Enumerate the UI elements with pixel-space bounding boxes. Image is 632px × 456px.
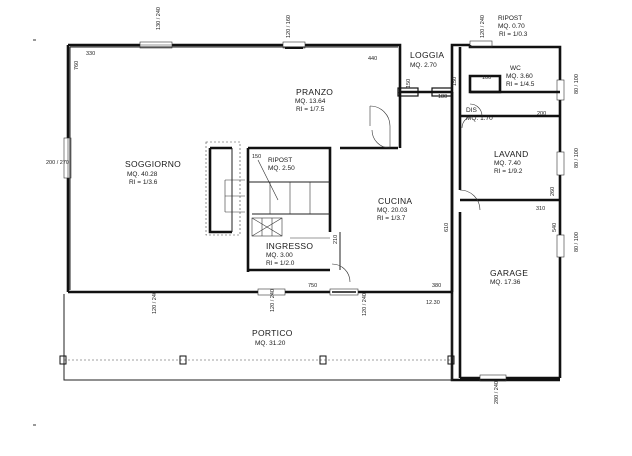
room-ripost-top: RIPOST MQ. 0.70 RI = 1/0.3 (498, 15, 528, 38)
room-pranzo: PRANZO MQ. 13.64 RI = 1/7.5 (295, 87, 333, 113)
dim-80-100-lav: 80 / 100 (574, 148, 580, 168)
windows-right (556, 79, 565, 258)
dim-210: 210 (333, 235, 339, 244)
window-left (63, 137, 72, 179)
dim-540: 540 (552, 223, 558, 232)
room-ingresso: INGRESSO MQ. 3.00 RI = 1/2.0 (266, 241, 313, 267)
loggia (397, 87, 453, 97)
portico-area: MQ. 31.20 (255, 340, 286, 347)
ripost-mid-name: RIPOST (268, 157, 292, 164)
dim-120-240-c: 120 / 240 (362, 293, 368, 316)
room-soggiorno: SOGGIORNO MQ. 40.28 RI = 1/3.6 (125, 159, 181, 186)
dim-12-30: 12.30 (426, 300, 440, 306)
wc-area: MQ. 3.60 (506, 73, 533, 80)
dim-100: 100 (482, 75, 491, 81)
room-wc: WC MQ. 3.60 RI = 1/4.5 (506, 65, 535, 88)
garage-area: MQ. 17.36 (490, 279, 521, 286)
loggia-name: LOGGIA (410, 50, 444, 60)
dim-180: 180 (438, 94, 447, 100)
pranzo-ri: RI = 1/7.5 (296, 106, 325, 113)
dim-130-240-top: 130 / 240 (156, 7, 162, 30)
dim-310: 310 (536, 206, 545, 212)
dim-150-loggia: 150 (406, 79, 412, 88)
cucina-ri: RI = 1/3.7 (377, 215, 406, 222)
dim-120-240-a: 120 / 240 (152, 291, 158, 314)
dim-200: 200 (537, 111, 546, 117)
room-cucina: CUCINA MQ. 20.03 RI = 1/3.7 (377, 196, 412, 222)
ingresso-ri: RI = 1/2.0 (266, 260, 295, 267)
dim-260: 260 (550, 187, 556, 196)
garage-name: GARAGE (490, 268, 528, 278)
ripost-top-ri: RI = 1/0.3 (499, 31, 528, 38)
lavand-area: MQ. 7.40 (494, 160, 521, 167)
dim-200-270: 200 / 270 (46, 160, 69, 166)
dim-120-240-b: 120 / 240 (270, 289, 276, 312)
cucina-area: MQ. 20.03 (377, 207, 408, 214)
interior-walls (208, 47, 560, 378)
dim-80-100-gar: 80 / 100 (574, 232, 580, 252)
dim-280-240: 280 / 240 (494, 381, 500, 404)
dis-area: MQ. 1.70 (466, 115, 493, 122)
dim-330: 330 (86, 51, 95, 57)
wc-ri: RI = 1/4.5 (506, 81, 535, 88)
dim-380: 380 (432, 283, 441, 289)
ripost-top-area: MQ. 0.70 (498, 23, 525, 30)
registration-marks (33, 39, 36, 426)
room-loggia: LOGGIA MQ. 2.70 (410, 50, 444, 69)
dim-440: 440 (368, 56, 377, 62)
dim-120-160-top: 120 / 160 (286, 15, 292, 38)
dim-760: 760 (74, 61, 80, 70)
dim-610: 610 (444, 223, 450, 232)
lavand-ri: RI = 1/9.2 (494, 168, 523, 175)
pranzo-name: PRANZO (296, 87, 333, 97)
portico-name: PORTICO (252, 328, 293, 338)
dimension-labels: 130 / 240 120 / 160 120 / 240 330 760 44… (46, 7, 580, 404)
pranzo-area: MQ. 13.64 (295, 98, 326, 105)
soggiorno-name: SOGGIORNO (125, 159, 181, 169)
dim-120-240-ripost: 120 / 240 (480, 15, 486, 38)
soggiorno-area: MQ. 40.28 (127, 171, 158, 178)
ingresso-area: MQ. 3.00 (266, 252, 293, 259)
loggia-area: MQ. 2.70 (410, 62, 437, 69)
windows-bottom (257, 288, 359, 296)
dim-750: 750 (308, 283, 317, 289)
dis-name: DIS (466, 107, 478, 114)
room-garage: GARAGE MQ. 17.36 (490, 268, 528, 286)
ripost-top-name: RIPOST (498, 15, 522, 22)
room-lavand: LAVAND MQ. 7.40 RI = 1/9.2 (494, 149, 529, 175)
ripost-mid-area: MQ. 2.50 (268, 165, 295, 172)
lavand-name: LAVAND (494, 149, 529, 159)
stairs (205, 141, 330, 239)
room-portico: PORTICO MQ. 31.20 (252, 328, 293, 347)
ingresso-name: INGRESSO (266, 241, 313, 251)
garage-door (460, 374, 560, 382)
wc-name: WC (510, 65, 521, 72)
doors (331, 103, 483, 283)
portico-outline (59, 294, 455, 381)
soggiorno-ri: RI = 1/3.6 (129, 179, 158, 186)
dim-80-100-wc: 80 / 100 (574, 74, 580, 94)
dim-150-rip: 150 (252, 154, 261, 160)
windows-top (139, 40, 493, 49)
cucina-name: CUCINA (378, 196, 412, 206)
room-ripost-mid: RIPOST MQ. 2.50 (268, 157, 295, 172)
dim-150-dis: 150 (452, 77, 458, 86)
room-dis: DIS MQ. 1.70 (466, 107, 493, 122)
